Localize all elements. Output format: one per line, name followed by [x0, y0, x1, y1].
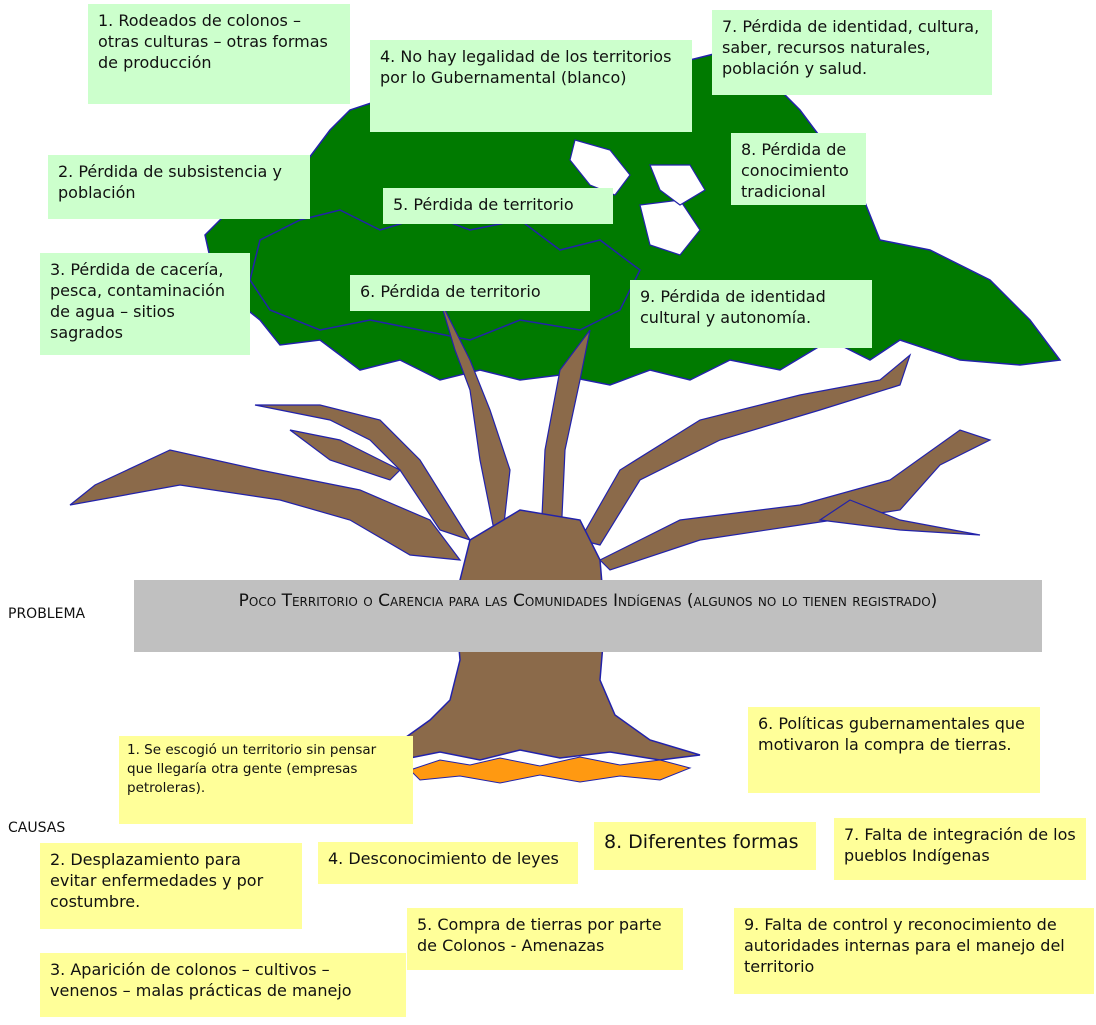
cause-1: 1. Se escogió un territorio sin pensar q…: [119, 736, 413, 824]
cause-3: 3. Aparición de colonos – cultivos – ven…: [40, 953, 406, 1017]
effect-2: 2. Pérdida de subsistencia y población: [48, 155, 310, 219]
effect-7: 7. Pérdida de identidad, cultura, saber,…: [712, 10, 992, 95]
effect-4: 4. No hay legalidad de los territorios p…: [370, 40, 692, 132]
problem-label: PROBLEMA: [8, 606, 86, 622]
problem-statement: Poco Territorio o Carencia para las Comu…: [134, 580, 1042, 652]
tree-roots: [409, 756, 692, 784]
effect-8: 8. Pérdida de conocimiento tradicional: [731, 133, 866, 205]
effect-6: 6. Pérdida de territorio: [350, 275, 590, 311]
cause-9: 9. Falta de control y reconocimiento de …: [734, 908, 1094, 994]
canopy-gaps: [569, 139, 706, 256]
cause-6: 6. Políticas gubernamentales que motivar…: [748, 707, 1040, 793]
effect-1: 1. Rodeados de colonos – otras culturas …: [88, 4, 350, 104]
cause-4: 4. Desconocimiento de leyes: [318, 842, 578, 884]
causes-label: CAUSAS: [8, 820, 66, 836]
effect-9: 9. Pérdida de identidad cultural y auton…: [630, 280, 872, 348]
cause-2: 2. Desplazamiento para evitar enfermedad…: [40, 843, 302, 929]
effect-5: 5. Pérdida de territorio: [383, 188, 613, 224]
tree-branches: [69, 299, 992, 571]
cause-5: 5. Compra de tierras por parte de Colono…: [407, 908, 683, 970]
cause-8: 8. Diferentes formas: [594, 822, 816, 870]
effect-3: 3. Pérdida de cacería, pesca, contaminac…: [40, 253, 250, 355]
cause-7: 7. Falta de integración de los pueblos I…: [834, 818, 1086, 880]
